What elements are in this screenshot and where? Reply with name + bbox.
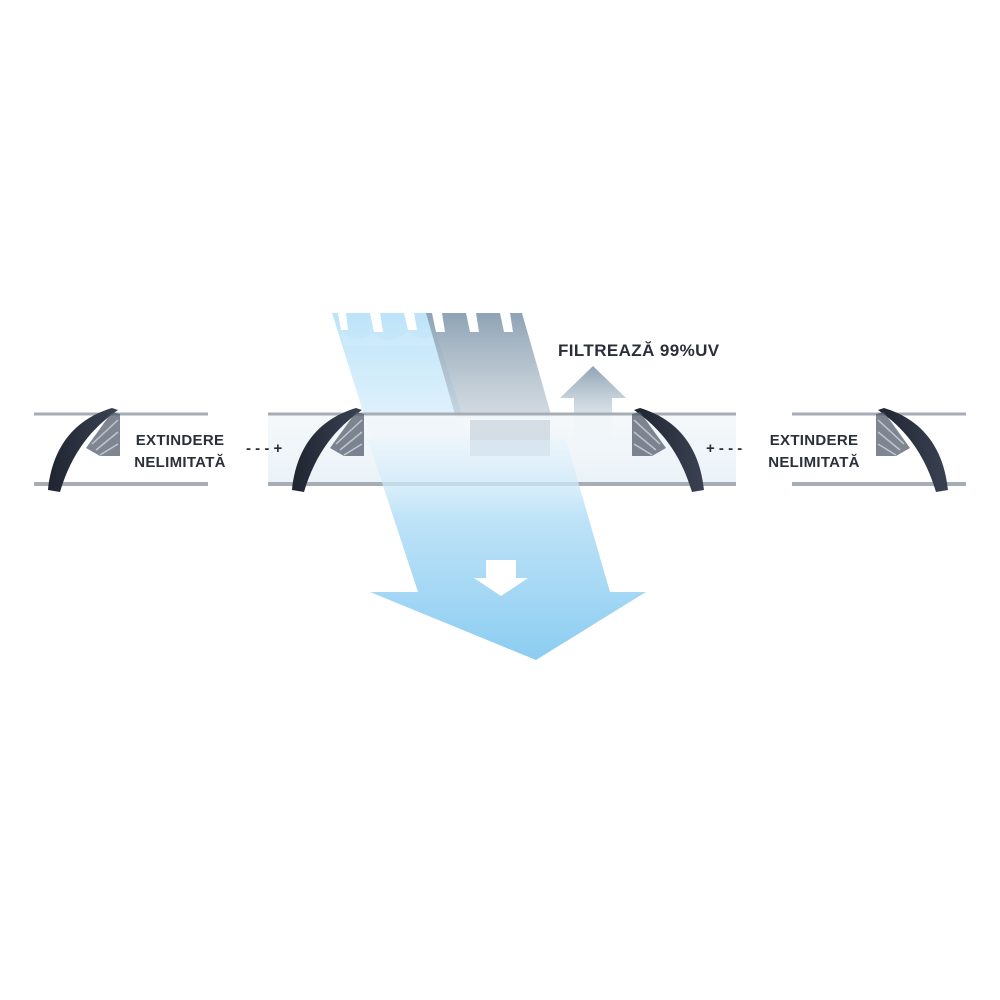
extension-label-left: EXTINDERE NELIMITATĂ [118, 430, 242, 474]
extension-label-left-line2: NELIMITATĂ [134, 454, 226, 471]
extension-label-right-line2: NELIMITATĂ [768, 454, 860, 471]
sunlight-arrow-icon [368, 440, 646, 660]
rail-left [34, 412, 208, 486]
extension-label-left-line1: EXTINDERE [135, 432, 225, 449]
uv-beam [426, 313, 552, 418]
connector-left: - - - + [246, 440, 283, 457]
canopy-bracket-icon [48, 408, 948, 492]
uv-filter-label: FILTREAZĂ 99%UV [558, 341, 720, 360]
extension-label-right: EXTINDERE NELIMITATĂ [752, 430, 876, 474]
extension-label-right-line1: EXTINDERE [769, 432, 859, 449]
connector-right: + - - - [706, 440, 743, 457]
